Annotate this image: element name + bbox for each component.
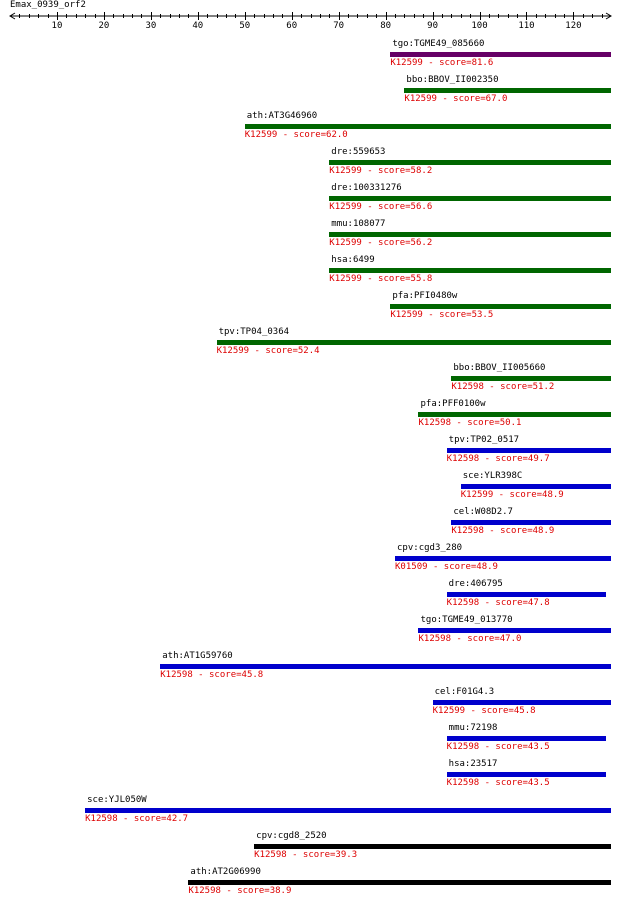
hit-alignment-bar[interactable] [404, 88, 611, 93]
hit-score-label[interactable]: K12598 - score=39.3 [254, 850, 358, 860]
hit-alignment-bar[interactable] [216, 340, 611, 345]
hit-score-label[interactable]: K12598 - score=47.8 [446, 598, 550, 608]
hit-score-label[interactable]: K12598 - score=45.8 [160, 670, 264, 680]
hit-name-link[interactable]: cel:W08D2.7 [453, 507, 513, 517]
axis-tick-label: 110 [518, 21, 535, 31]
hit-name-link[interactable]: dre:559653 [331, 147, 386, 157]
hit-alignment-bar[interactable] [329, 268, 611, 273]
hit-score-label[interactable]: K12599 - score=45.8 [432, 706, 536, 716]
axis-tick-label: 40 [192, 21, 204, 31]
hit-score-label[interactable]: K12598 - score=43.5 [446, 742, 550, 752]
axis-tick-label: 20 [98, 21, 110, 31]
hit-name-link[interactable]: bbo:BBOV_II005660 [453, 363, 546, 373]
hit-alignment-bar[interactable] [460, 484, 611, 489]
hit-alignment-bar[interactable] [418, 412, 611, 417]
hit-score-label[interactable]: K12599 - score=48.9 [460, 490, 564, 500]
hit-name-link[interactable]: dre:100331276 [331, 183, 402, 193]
hit-score-label[interactable]: K01509 - score=48.9 [395, 562, 498, 572]
hit-name-link[interactable]: ath:AT3G46960 [246, 111, 318, 121]
hit-name-link[interactable]: hsa:6499 [331, 255, 375, 265]
hit-score-label[interactable]: K12599 - score=53.5 [390, 310, 494, 320]
axis-tick-label: 10 [51, 21, 63, 31]
hit-name-link[interactable]: cpv:cgd8_2520 [256, 831, 327, 841]
hit-alignment-bar[interactable] [85, 808, 611, 813]
hit-name-link[interactable]: dre:406795 [448, 579, 503, 589]
hit-score-label[interactable]: K12598 - score=50.1 [418, 418, 522, 428]
hit-alignment-bar[interactable] [446, 772, 607, 777]
hit-name-link[interactable]: mmu:72198 [448, 723, 498, 733]
hit-name-link[interactable]: tpv:TP02_0517 [448, 435, 520, 445]
hit-name-link[interactable]: sce:YLR398C [462, 471, 523, 481]
position-axis [9, 12, 612, 20]
hit-alignment-bar[interactable] [446, 592, 607, 597]
hit-score-label[interactable]: K12598 - score=38.9 [188, 886, 292, 896]
hit-score-label[interactable]: K12598 - score=47.0 [418, 634, 522, 644]
hit-alignment-bar[interactable] [395, 556, 611, 561]
hit-alignment-bar[interactable] [390, 52, 611, 57]
hit-score-label[interactable]: K12598 - score=42.7 [85, 814, 189, 824]
hit-name-link[interactable]: cpv:cgd3_280 [397, 543, 463, 553]
hit-alignment-bar[interactable] [451, 376, 611, 381]
axis-tick-label: 60 [286, 21, 298, 31]
hit-alignment-bar[interactable] [432, 700, 611, 705]
hit-name-link[interactable]: ath:AT2G06990 [190, 867, 261, 877]
hit-name-link[interactable]: ath:AT1G59760 [162, 651, 233, 661]
hit-score-label[interactable]: K12599 - score=55.8 [329, 274, 433, 284]
hit-alignment-bar[interactable] [329, 232, 611, 237]
hit-name-link[interactable]: pfa:PFF0100w [420, 399, 486, 409]
hit-name-link[interactable]: cel:F01G4.3 [434, 687, 495, 697]
hit-score-label[interactable]: K12599 - score=58.2 [329, 166, 433, 176]
hit-name-link[interactable]: sce:YJL050W [87, 795, 147, 805]
hit-name-link[interactable]: pfa:PFI0480w [392, 291, 458, 301]
hit-score-label[interactable]: K12599 - score=67.0 [404, 94, 508, 104]
hit-name-link[interactable]: bbo:BBOV_II002350 [406, 75, 499, 85]
hit-name-link[interactable]: tgo:TGME49_085660 [392, 39, 485, 49]
hit-alignment-bar[interactable] [418, 628, 611, 633]
axis-arrow-right [605, 12, 612, 20]
hit-alignment-bar[interactable] [244, 124, 611, 129]
hit-name-link[interactable]: mmu:108077 [331, 219, 386, 229]
hit-name-link[interactable]: tgo:TGME49_013770 [420, 615, 513, 625]
hit-score-label[interactable]: K12598 - score=48.9 [451, 526, 555, 536]
hit-alignment-bar[interactable] [329, 160, 611, 165]
axis-tick-label: 50 [239, 21, 251, 31]
hit-score-label[interactable]: K12599 - score=56.2 [329, 238, 433, 248]
axis-tick-label: 100 [471, 21, 488, 31]
hit-alignment-bar[interactable] [390, 304, 611, 309]
hit-alignment-bar[interactable] [160, 664, 611, 669]
hit-alignment-bar[interactable] [329, 196, 611, 201]
hit-alignment-bar[interactable] [446, 736, 607, 741]
hit-score-label[interactable]: K12599 - score=81.6 [390, 58, 494, 68]
axis-tick-label: 70 [333, 21, 345, 31]
hit-score-label[interactable]: K12598 - score=49.7 [446, 454, 550, 464]
hit-score-label[interactable]: K12599 - score=56.6 [329, 202, 433, 212]
hit-alignment-bar[interactable] [451, 520, 611, 525]
axis-tick-label: 120 [565, 21, 582, 31]
axis-arrow-left [9, 12, 16, 20]
hit-name-link[interactable]: hsa:23517 [448, 759, 498, 769]
sequence-title: Emax_0939_orf2 [10, 0, 86, 10]
hit-name-link[interactable]: tpv:TP04_0364 [218, 327, 290, 337]
hit-score-label[interactable]: K12598 - score=43.5 [446, 778, 550, 788]
axis-tick-label: 90 [427, 21, 438, 31]
hit-alignment-bar[interactable] [446, 448, 611, 453]
hit-alignment-bar[interactable] [188, 880, 611, 885]
hit-score-label[interactable]: K12599 - score=52.4 [216, 346, 320, 356]
hit-score-label[interactable]: K12599 - score=62.0 [244, 130, 348, 140]
axis-tick-label: 80 [380, 21, 392, 31]
hit-score-label[interactable]: K12598 - score=51.2 [451, 382, 555, 392]
axis-tick-label: 30 [145, 21, 157, 31]
hit-alignment-bar[interactable] [254, 844, 611, 849]
